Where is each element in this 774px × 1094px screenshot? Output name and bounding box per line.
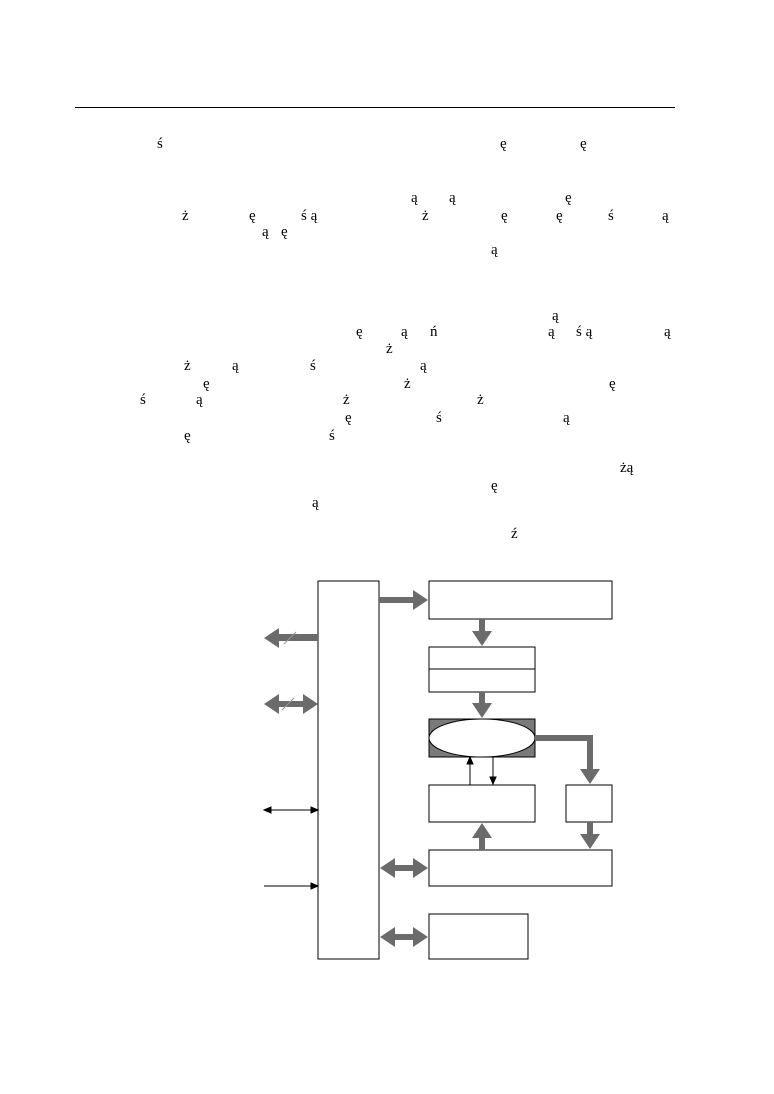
text-fragment: ś xyxy=(329,428,335,444)
text-fragment: ż xyxy=(422,208,429,224)
text-fragment: żą xyxy=(620,460,634,476)
text-fragment: ę xyxy=(281,224,288,240)
arrow-left xyxy=(264,628,318,648)
arrow-down xyxy=(472,619,492,646)
text-fragment: ę xyxy=(565,190,572,206)
text-fragment: ż xyxy=(477,392,484,408)
top-wide-block xyxy=(428,580,613,620)
arrow-head xyxy=(489,776,497,786)
arrow-head xyxy=(310,882,320,890)
text-fragment: ą xyxy=(662,208,669,224)
shaded-block-ellipse xyxy=(428,718,536,758)
text-fragment: ą xyxy=(491,242,498,258)
text-fragment: ż xyxy=(184,358,191,374)
text-fragment: ę xyxy=(501,208,508,224)
text-fragment: ą xyxy=(232,358,239,374)
arrow-head xyxy=(466,755,474,765)
bottom-block xyxy=(428,913,529,960)
text-fragment: ś ą xyxy=(576,324,593,340)
arrow-bidirectional xyxy=(264,694,318,714)
text-fragment: ś xyxy=(157,136,163,152)
text-fragment: ą xyxy=(552,308,559,324)
text-fragment: ą xyxy=(312,495,319,511)
text-fragment: ę xyxy=(345,410,352,426)
text-fragment: ś ą xyxy=(301,208,318,224)
text-fragment: ś xyxy=(310,358,316,374)
text-fragment: ą xyxy=(196,392,203,408)
arrow-down xyxy=(580,822,600,849)
text-fragment: ą xyxy=(401,324,408,340)
header-rule xyxy=(75,107,675,108)
lower-wide-block xyxy=(428,849,613,887)
bus-width-slash xyxy=(281,697,295,711)
text-fragment: ń xyxy=(430,324,438,340)
text-fragment: ę xyxy=(356,324,363,340)
text-fragment: ę xyxy=(203,376,210,392)
small-right-block xyxy=(565,784,613,823)
text-fragment: ą xyxy=(664,324,671,340)
arrow-bidirectional xyxy=(380,858,428,878)
text-fragment: ż xyxy=(386,341,393,357)
text-fragment: ę xyxy=(500,136,507,152)
bus-width-slash xyxy=(283,631,297,645)
arrow-elbow xyxy=(535,735,600,784)
text-fragment: ę xyxy=(249,208,256,224)
text-fragment: ż xyxy=(343,392,350,408)
arrow-bidirectional xyxy=(380,927,428,947)
text-fragment: ż xyxy=(404,376,411,392)
text-fragment: ę xyxy=(556,208,563,224)
text-fragment: ę xyxy=(491,478,498,494)
arrow-up xyxy=(472,823,492,850)
main-bus-block xyxy=(317,580,380,960)
text-fragment: ś xyxy=(608,208,614,224)
middle-block xyxy=(428,784,536,823)
text-fragment: ą xyxy=(420,358,427,374)
text-fragment: ę xyxy=(184,428,191,444)
text-fragment: ź xyxy=(511,526,518,542)
text-fragment: ą xyxy=(411,190,418,206)
text-fragment: ą xyxy=(449,190,456,206)
text-fragment: ś xyxy=(436,410,442,426)
text-fragment: ą xyxy=(548,324,555,340)
text-fragment: ą xyxy=(563,410,570,426)
text-fragment: ę xyxy=(580,136,587,152)
text-fragment: ż xyxy=(182,208,189,224)
text-fragment: ę xyxy=(609,376,616,392)
arrow-head xyxy=(262,806,272,814)
text-fragment: ś xyxy=(140,392,146,408)
text-fragment: ą xyxy=(262,224,269,240)
arrow-right xyxy=(379,590,428,610)
arrow-down xyxy=(472,692,492,718)
arrow-head xyxy=(310,806,320,814)
